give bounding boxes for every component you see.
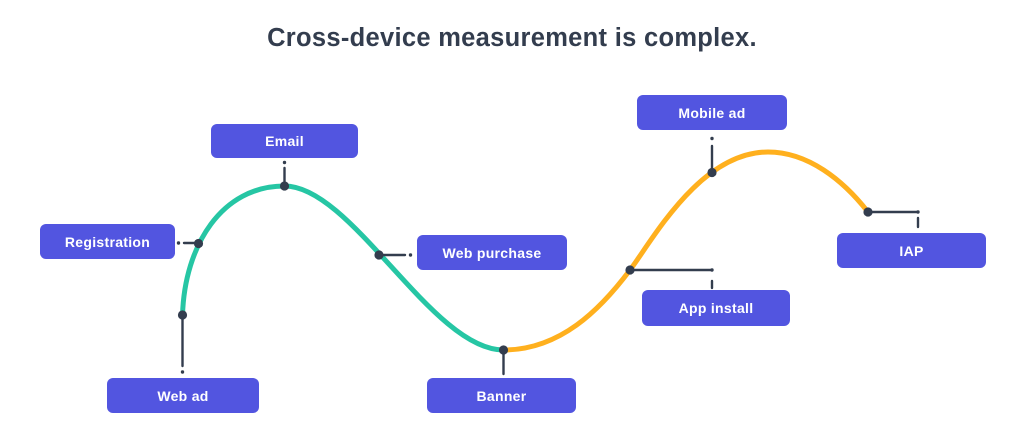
- curve-dot-mobile-ad: [707, 167, 717, 178]
- node-label: Web ad: [157, 387, 209, 404]
- node-label: Banner: [476, 387, 527, 404]
- node-label: Registration: [64, 233, 151, 250]
- node-iap: IAP: [837, 233, 986, 268]
- orange-curve-segment: [501, 149, 871, 353]
- curve-dot-email: [279, 181, 290, 191]
- node-registration: Registration: [40, 224, 175, 259]
- curve-dot-banner: [498, 345, 509, 355]
- elbow-dot-app-install: [710, 268, 714, 272]
- node-mobile-ad: Mobile ad: [637, 95, 787, 130]
- node-label: Mobile ad: [678, 104, 746, 121]
- node-web-purchase: Web purchase: [417, 235, 567, 270]
- curve-dot-iap: [863, 207, 873, 217]
- end-dot-email: [282, 160, 287, 165]
- end-dot-mobile-ad: [710, 136, 714, 141]
- connector-iap: [866, 210, 920, 229]
- end-dot-registration: [176, 241, 181, 245]
- node-label: App install: [678, 300, 754, 316]
- elbow-dot-iap: [916, 210, 920, 214]
- node-app-install: App install: [642, 290, 790, 326]
- teal-curve-segment: [180, 183, 506, 353]
- curve-dot-web-ad: [177, 310, 188, 320]
- node-label: Email: [265, 133, 304, 149]
- end-dot-web-purchase: [408, 253, 413, 257]
- node-email: Email: [211, 124, 358, 158]
- curve-point-dots: [177, 167, 873, 355]
- connector-app-install: [628, 268, 714, 290]
- diagram-title: Cross-device measurement is complex.: [267, 24, 757, 52]
- node-web-ad: Web ad: [107, 378, 259, 413]
- curve-dot-registration: [193, 238, 204, 249]
- end-dot-web-ad: [180, 370, 185, 374]
- node-label: Web purchase: [442, 244, 542, 261]
- connector-lines: [181, 144, 920, 376]
- curve-dot-web-purchase: [374, 250, 384, 260]
- node-label: IAP: [899, 242, 924, 259]
- curve-dot-app-install: [625, 265, 635, 275]
- node-banner: Banner: [427, 378, 576, 413]
- connector-end-dots: [176, 136, 920, 374]
